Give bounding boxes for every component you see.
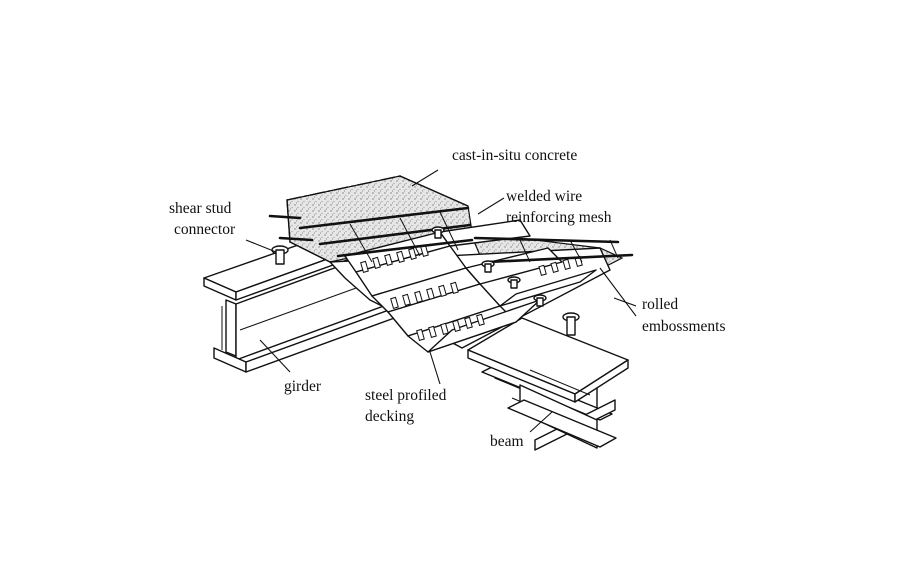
beam-shape (467, 317, 629, 451)
leader-mesh (477, 197, 505, 215)
label-decking-line2: decking (365, 408, 414, 425)
leader-lines (245, 169, 637, 433)
leader-beam (529, 411, 553, 433)
label-mesh-line1: welded wire (506, 188, 582, 205)
label-beam: beam (490, 433, 524, 450)
stud-beam (562, 312, 580, 336)
label-emboss-line1: rolled (642, 296, 678, 313)
label-stud-line2: connector (174, 221, 236, 238)
label-girder: girder (284, 378, 322, 395)
embossments-shape (360, 244, 583, 341)
label-concrete: cast-in-situ concrete (452, 147, 577, 164)
label-decking-line1: steel profiled (365, 387, 447, 404)
label-mesh-line2: reinforcing mesh (506, 209, 612, 226)
label-stud-line1: shear stud (169, 200, 232, 217)
shear-studs-shape (271, 226, 580, 336)
leader-decking (429, 351, 441, 385)
leader-concrete (411, 169, 439, 187)
label-emboss-line2: embossments (642, 318, 726, 335)
reinforcing-mesh-shape (268, 206, 634, 264)
steel-decking-shape (329, 219, 611, 353)
leader-stud (245, 239, 277, 253)
leader-emboss-2 (599, 267, 637, 317)
leader-girder (259, 339, 291, 373)
